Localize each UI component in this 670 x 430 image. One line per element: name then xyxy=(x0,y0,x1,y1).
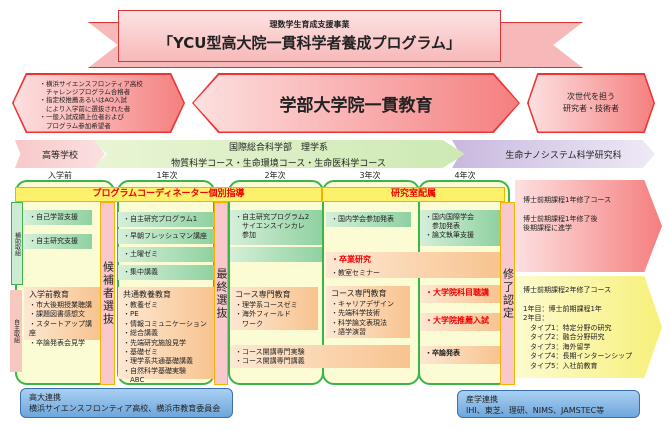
list-item: ・土曜ゼミ xyxy=(118,247,215,263)
list-item: ・自主研究プログラム2 xyxy=(235,213,310,221)
list-item: 参加発表 xyxy=(425,222,460,231)
integrated-education-hex: 学部大学院一貫教育 xyxy=(192,73,520,133)
general-education: 共通教養教育・教養ゼミ・PE・情報コミュニケーション・総合講義・先端研究施設見学… xyxy=(118,287,215,384)
list-item: ・国内国際学会 xyxy=(425,213,474,221)
list-item: ・教養ゼミ xyxy=(123,300,158,309)
stage-undergraduate: 国際総合科学部 理学系物質科学コース・生命環境コース・生命医科学コース xyxy=(92,140,465,168)
year-label: 1年次 xyxy=(156,171,178,180)
list-item: ・自然科学基礎実験 xyxy=(123,366,186,375)
outcome-line: 1年目：博士前期課程1年 xyxy=(523,304,602,313)
list-item: ・科学論文表現法 xyxy=(331,318,387,327)
list-item: ・自主研究プログラム1 xyxy=(118,212,215,228)
outcome-line: タイプ3：海外留学 xyxy=(523,342,591,351)
self-research-program-2: ・自主研究プログラム2 サイエンスインカレ 参加 xyxy=(230,210,322,245)
support-label: 補助取組 xyxy=(11,202,23,285)
stage-high-school: 高等学校 xyxy=(15,140,105,168)
course-education-y3: コース専門教育・キャリアデザイン・先端科学技術・科学論文表現法・語学演習 xyxy=(326,286,410,338)
candidate-selection: 候補者選抜 xyxy=(100,202,115,385)
outcome-line: 博士前期課程1年修了後 xyxy=(523,214,598,223)
list-item: ・先端研究施設見学 xyxy=(123,338,186,347)
outcome-line: タイプ5：入社前教育 xyxy=(523,361,598,370)
outcome-line xyxy=(523,295,662,304)
list-item: ・市大後期授業聴講 xyxy=(29,300,92,309)
list-item: ・語学演習 xyxy=(331,328,366,337)
banner-title: 「YCU型高大院一貫科学者養成プログラム」 xyxy=(157,34,462,52)
list-item: ・理学系共通基礎講義 xyxy=(123,357,193,366)
track-1yr-masters: 博士前期課程1年修了コース 博士前期課程1年修了後後期課程に進学 xyxy=(515,180,662,272)
hex-right-line: 次世代を担う xyxy=(567,92,615,101)
list-item: ・総合講義 xyxy=(123,329,158,338)
list-item: ・キャリアデザイン xyxy=(331,299,394,308)
grad-course-audit[interactable]: ・大学院科目聴講 xyxy=(420,285,500,303)
list-item: ・PE xyxy=(123,310,139,319)
pre-entry-education: 入学前教育・市大後期授業聴講・課題図書感想文・スタートアップ講座・卒論発表会見学 xyxy=(24,287,100,347)
program-banner: 理数学生育成支援事業 「YCU型高大院一貫科学者養成プログラム」 xyxy=(118,10,501,62)
outcome-line xyxy=(523,205,662,214)
outcome-line: タイプ2：融合分野研究 xyxy=(523,333,605,342)
hex-left-line: プログラム参加希望者 xyxy=(39,121,111,130)
graduation-research: ・卒業研究 ・教室セミナー xyxy=(326,252,500,278)
banner-subtitle: 理数学生育成支援事業 xyxy=(269,20,350,29)
year-label: 4年次 xyxy=(454,171,476,180)
list-item: ・コース開講専門実験 xyxy=(235,348,305,356)
list-item: ・集中講義 xyxy=(118,265,215,281)
next-gen-researchers-hex: 次世代を担う 研究者・技術者 xyxy=(527,73,655,133)
list-item: ・自己学習支援 xyxy=(24,210,92,226)
outcome-line: タイプ4：長期インターンシップ xyxy=(523,352,633,361)
green-band xyxy=(230,247,322,262)
hex-left-line: ・指定校推薦あるいはAO入試 xyxy=(39,96,127,105)
outcome-line: 後期課程に進学 xyxy=(523,224,572,233)
grad-recommendation-exam[interactable]: ・大学院推薦入試 xyxy=(420,313,500,331)
list-item: ・自主研究支援 xyxy=(24,234,92,250)
course-education-y2: コース専門教育・理学系コースゼミ・海外フィールド ワーク xyxy=(230,287,318,330)
list-item: サイエンスインカレ xyxy=(235,222,305,231)
list-item: ・理学系コースゼミ xyxy=(235,300,298,309)
outcome-line: 博士前期課程2年修了コース xyxy=(523,286,612,294)
hex-right-line: 研究者・技術者 xyxy=(563,104,619,113)
list-item: ・海外フィールド xyxy=(235,310,291,319)
final-selection: 最終選抜 xyxy=(214,202,228,385)
list-item: ・先端科学技術 xyxy=(331,309,380,318)
list-item: ・スタートアップ講座 xyxy=(29,319,92,338)
course-lectures: ・コース開講専門実験・コース開講専門講義 xyxy=(230,345,410,368)
list-item: ・国内学会参加発表 xyxy=(326,212,411,228)
self-label: 自主取組 xyxy=(10,290,22,372)
coordinator-header: プログラムコーディネーター個別指導 xyxy=(15,187,322,202)
list-item: ・論文執筆支援 xyxy=(425,231,474,240)
outcome-line: 2年目： xyxy=(523,314,549,323)
conference-support: ・国内国際学会 参加発表・論文執筆支援 xyxy=(420,210,500,246)
year-label: 2年次 xyxy=(264,171,286,180)
entry-criteria-hex: ・横浜サイエンスフロンティア高校 チャレンジプログラム合格者・指定校推薦あるいは… xyxy=(12,73,185,133)
list-item: ・基礎ゼミ xyxy=(123,347,158,356)
hex-left-line: ・一般入試成績上位者および xyxy=(39,113,125,122)
high-school-partnership: 高大連携横浜サイエンスフロンティア高校、横浜市教育委員会 xyxy=(20,388,233,418)
year-label: 3年次 xyxy=(359,171,381,180)
lab-assignment-header: 研究室配属 xyxy=(322,187,505,202)
stage-graduate: 生命ナノシステム科学研究科 xyxy=(452,140,655,168)
outcome-line: 博士前期課程1年修了コース xyxy=(523,196,612,204)
hex-left-line: チャレンジプログラム合格者 xyxy=(39,87,131,96)
list-item: ABC xyxy=(123,376,145,385)
list-item: ・課題図書感想文 xyxy=(29,310,85,319)
list-item: ワーク xyxy=(235,319,263,328)
completion-certification: 修了認定 xyxy=(500,202,515,385)
list-item: 参加 xyxy=(235,231,256,240)
hex-left-line: ・横浜サイエンスフロンティア高校 xyxy=(39,79,143,88)
year-label: 入学前 xyxy=(48,171,72,180)
outcome-line: タイプ1：特定分野の研究 xyxy=(523,323,612,332)
list-item: ・コース開講専門講義 xyxy=(235,357,305,366)
list-item: ・情報コミュニケーション xyxy=(123,319,207,328)
thesis-presentation: ・卒論発表 xyxy=(420,346,500,364)
list-item: ・早朝フレッシュマン講座 xyxy=(118,229,215,245)
list-item: ・卒論発表会見学 xyxy=(29,338,85,347)
hex-left-line: により入学前に選抜された者 xyxy=(39,104,131,113)
